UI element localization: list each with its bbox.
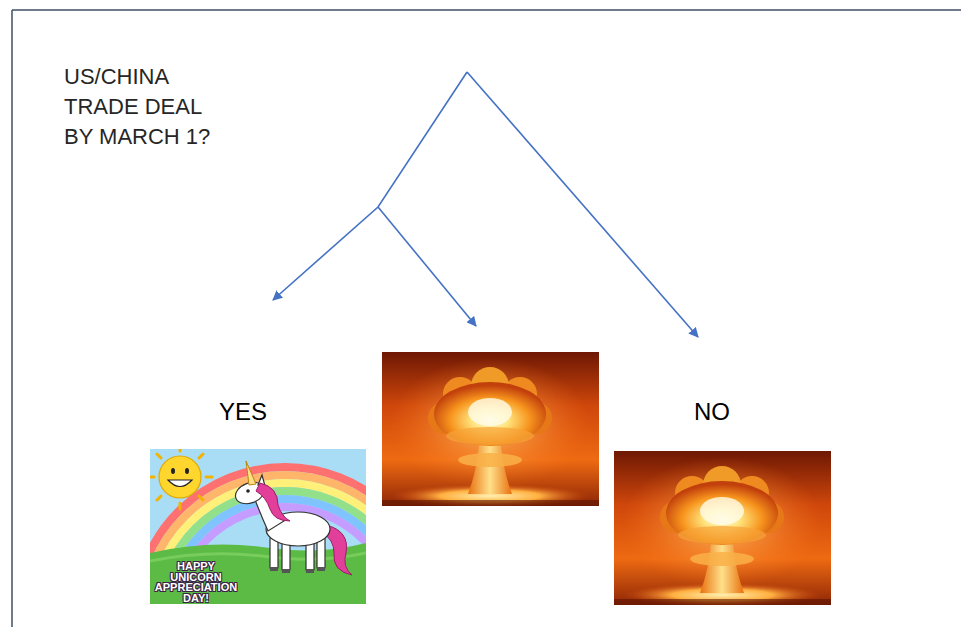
border-line <box>12 9 961 11</box>
branch-arrow <box>467 72 698 337</box>
diagram-title: US/CHINA TRADE DEAL BY MARCH 1? <box>64 62 224 152</box>
decision-tree-lines <box>273 72 698 337</box>
branch-arrow <box>273 72 467 300</box>
branch-label: NO <box>694 398 730 426</box>
branch-arrow <box>378 207 476 326</box>
border-line <box>11 10 13 627</box>
branch-label: YES <box>219 398 267 426</box>
mushroom-cloud-picture <box>614 451 831 607</box>
page-border <box>12 10 961 627</box>
picture-caption: HAPPY UNICORN APPRECIATION DAY! <box>151 561 241 603</box>
mushroom-cloud-picture <box>382 352 599 508</box>
unicorn-picture <box>135 445 435 627</box>
